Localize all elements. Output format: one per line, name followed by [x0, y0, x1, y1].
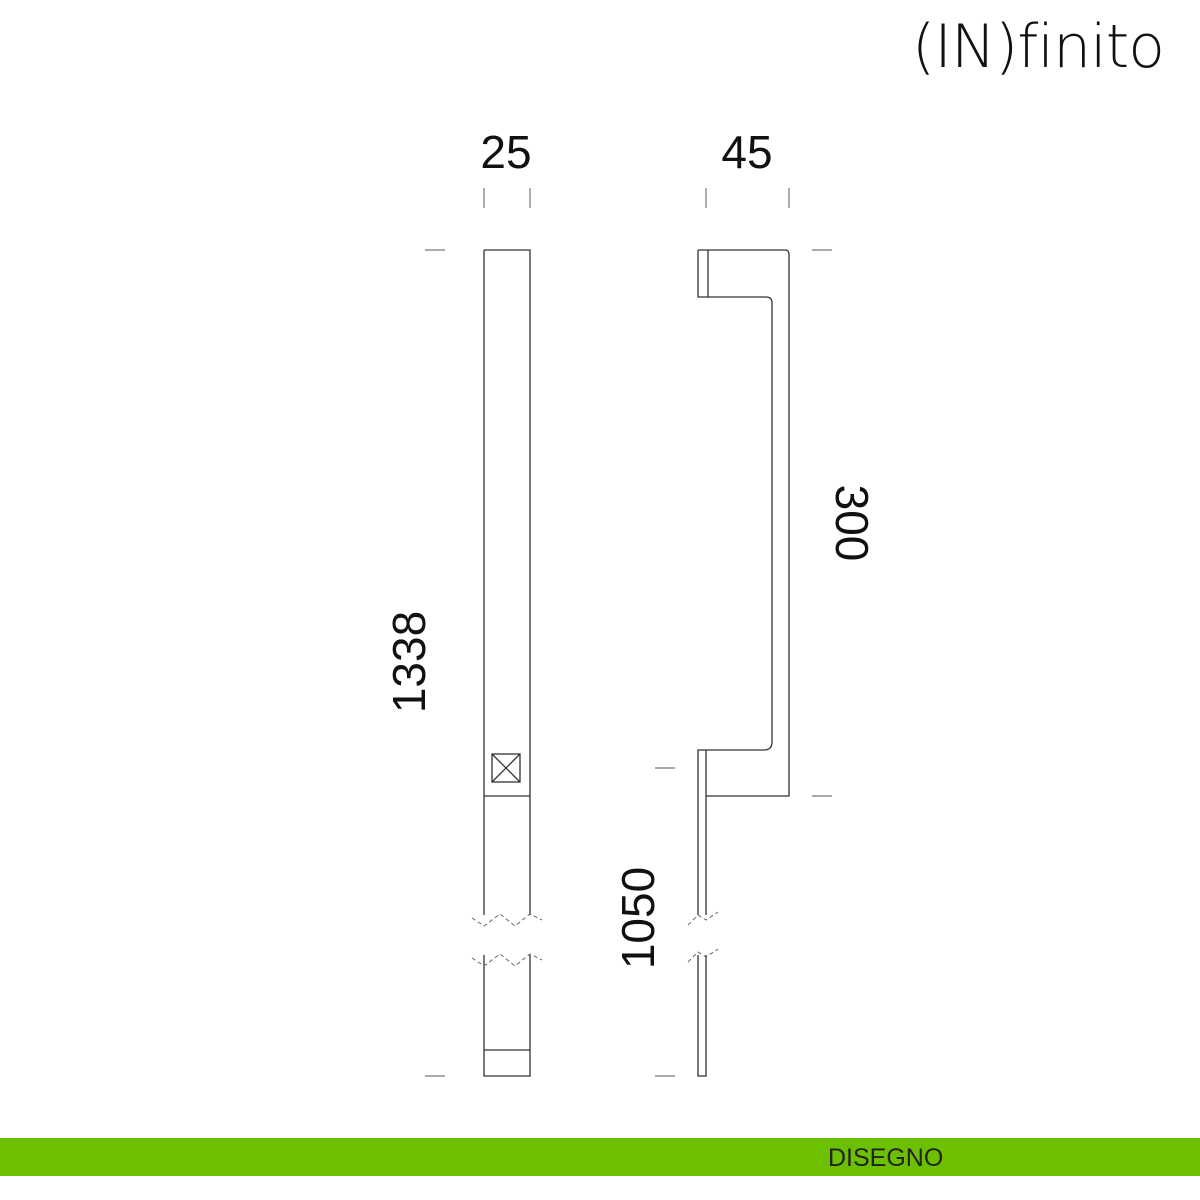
- fixing-screw-marker: [491, 753, 521, 783]
- break-line: [687, 948, 719, 963]
- dim-grip-length: 300: [826, 485, 878, 562]
- footer-label: DISEGNO: [828, 1144, 944, 1172]
- dim-fixing-length: 1050: [612, 867, 664, 969]
- dim-total-length: 1338: [383, 611, 435, 713]
- front-view: [471, 249, 543, 1077]
- break-line: [471, 953, 543, 967]
- side-view: [687, 249, 790, 1077]
- break-line: [471, 913, 543, 927]
- brand-logo: (IN)finito: [911, 12, 1165, 82]
- dimension-ticks: [425, 188, 832, 1077]
- dim-width-side: 45: [721, 126, 772, 178]
- footer-bar: DISEGNO: [0, 1138, 1200, 1176]
- break-line: [687, 911, 719, 926]
- dim-width-front: 25: [480, 126, 531, 178]
